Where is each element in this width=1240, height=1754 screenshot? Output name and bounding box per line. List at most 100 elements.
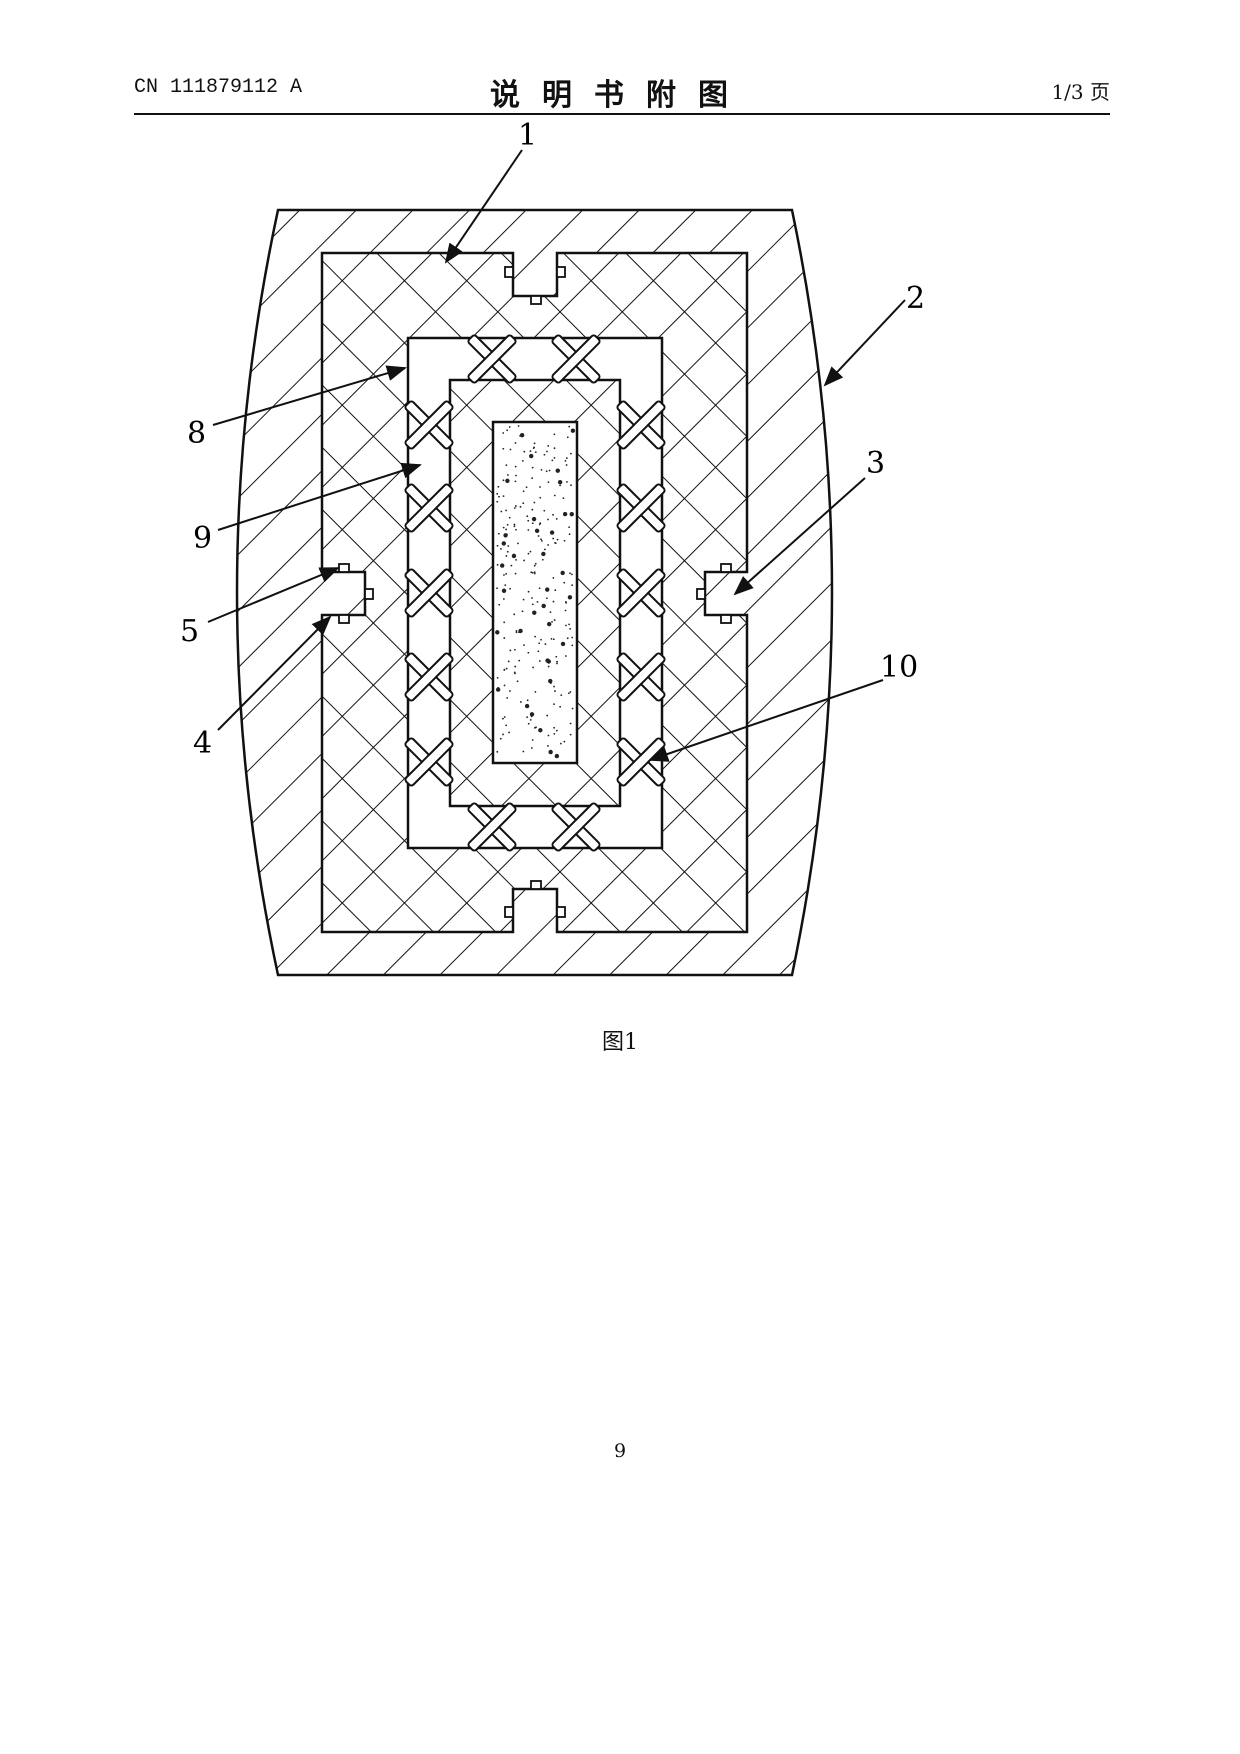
aggregate-dot [507, 545, 510, 547]
label-10: 10 [880, 650, 918, 685]
aggregate-dot [521, 459, 524, 462]
aggregate-dot [545, 587, 550, 592]
x-connector [467, 334, 517, 384]
aggregate-dot [505, 573, 508, 575]
aggregate-dot [496, 750, 499, 753]
aggregate-dot [514, 442, 517, 444]
aggregate-dot [515, 631, 518, 634]
aggregate-dot [534, 451, 537, 454]
aggregate-dot [551, 621, 553, 623]
aggregate-dot [552, 638, 555, 641]
aggregate-dot [529, 450, 532, 453]
x-connector [616, 568, 666, 618]
aggregate-dot [523, 559, 525, 562]
aggregate-dot [564, 609, 567, 612]
aggregate-dot [538, 642, 541, 645]
x-connector [551, 802, 601, 852]
aggregate-dot [503, 716, 506, 718]
aggregate-dot [523, 644, 525, 647]
aggregate-dot [539, 486, 541, 488]
aggregate-dot [570, 452, 572, 455]
aggregate-dot [552, 577, 555, 579]
cross-connectors [404, 334, 666, 852]
aggregate-dot [520, 701, 522, 703]
aggregate-dot [509, 649, 512, 652]
aggregate-dot [527, 590, 530, 593]
page-number: 9 [613, 1440, 627, 1462]
aggregate-dot [513, 613, 516, 616]
aggregate-dot [495, 687, 501, 692]
aggregate-dot [524, 703, 530, 709]
aggregate-dot [532, 666, 535, 669]
aggregate-dot [502, 717, 504, 720]
aggregate-dot [556, 538, 559, 541]
aggregate-dot [562, 511, 568, 517]
aggregate-dot [533, 442, 536, 445]
aggregate-dot [543, 509, 546, 512]
aggregate-dot [543, 453, 546, 456]
aggregate-dot [553, 726, 556, 729]
x-connector [404, 737, 454, 787]
aggregate-dot [518, 659, 521, 662]
aggregate-dot [527, 552, 530, 555]
aggregate-dot [569, 733, 572, 736]
aggregate-dot [502, 495, 505, 497]
aggregate-dot [506, 697, 509, 699]
aggregate-dot [513, 671, 516, 674]
aggregate-dot [504, 584, 507, 587]
aggregate-dot [540, 538, 542, 541]
aggregate-dot [556, 662, 558, 665]
aggregate-dot [505, 555, 508, 557]
aggregate-dot [515, 558, 517, 561]
aggregate-dot [534, 528, 540, 534]
aggregate-dot [500, 563, 505, 568]
aggregate-dot [569, 511, 574, 517]
aggregate-dot [509, 690, 511, 692]
aggregate-dot [500, 547, 502, 550]
aggregate-dot [569, 722, 572, 725]
aggregate-dot [532, 447, 535, 450]
aggregate-dot [567, 595, 573, 600]
label-4: 4 [193, 726, 212, 761]
aggregate-dot [527, 529, 530, 531]
aggregate-dot [502, 479, 505, 482]
label-2: 2 [906, 281, 925, 316]
aggregate-dot [562, 497, 565, 500]
aggregate-dot [501, 588, 507, 593]
aggregate-dot [563, 740, 566, 743]
page-indicator: 1/3 页 [1051, 80, 1110, 104]
aggregate-dot [519, 432, 525, 438]
aggregate-dot [503, 574, 505, 576]
aggregate-dot [531, 477, 534, 480]
aggregate-dot [536, 600, 539, 603]
aggregate-dot [564, 460, 567, 462]
aggregate-dot [549, 530, 555, 535]
aggregate-dot [547, 481, 550, 484]
aggregate-dot [538, 728, 543, 733]
aggregate-dot [515, 629, 518, 632]
aggregate-dot [564, 655, 567, 657]
aggregate-dot [508, 516, 511, 519]
aggregate-dot [544, 643, 547, 645]
aggregate-dot [511, 553, 517, 559]
aggregate-dot [547, 544, 549, 546]
aggregate-dot [554, 589, 557, 592]
aggregate-dot [547, 445, 550, 447]
figure-caption: 图1 [602, 1030, 638, 1055]
header-rule [134, 113, 1110, 115]
x-connector [404, 400, 454, 450]
aggregate-dot [552, 537, 555, 540]
aggregate-dot [514, 465, 517, 468]
aggregate-dot [547, 734, 550, 737]
aggregate-dot [539, 522, 542, 525]
aggregate-dot [533, 564, 536, 567]
aggregate-dot [559, 705, 562, 708]
aggregate-dot [570, 484, 572, 487]
aggregate-dot [571, 636, 574, 639]
aggregate-dot [534, 690, 537, 693]
aggregate-dot [565, 464, 568, 466]
aggregate-dot [556, 660, 558, 663]
aggregate-dot [499, 737, 502, 740]
aggregate-dot [508, 731, 511, 734]
aggregate-dot [548, 749, 553, 755]
